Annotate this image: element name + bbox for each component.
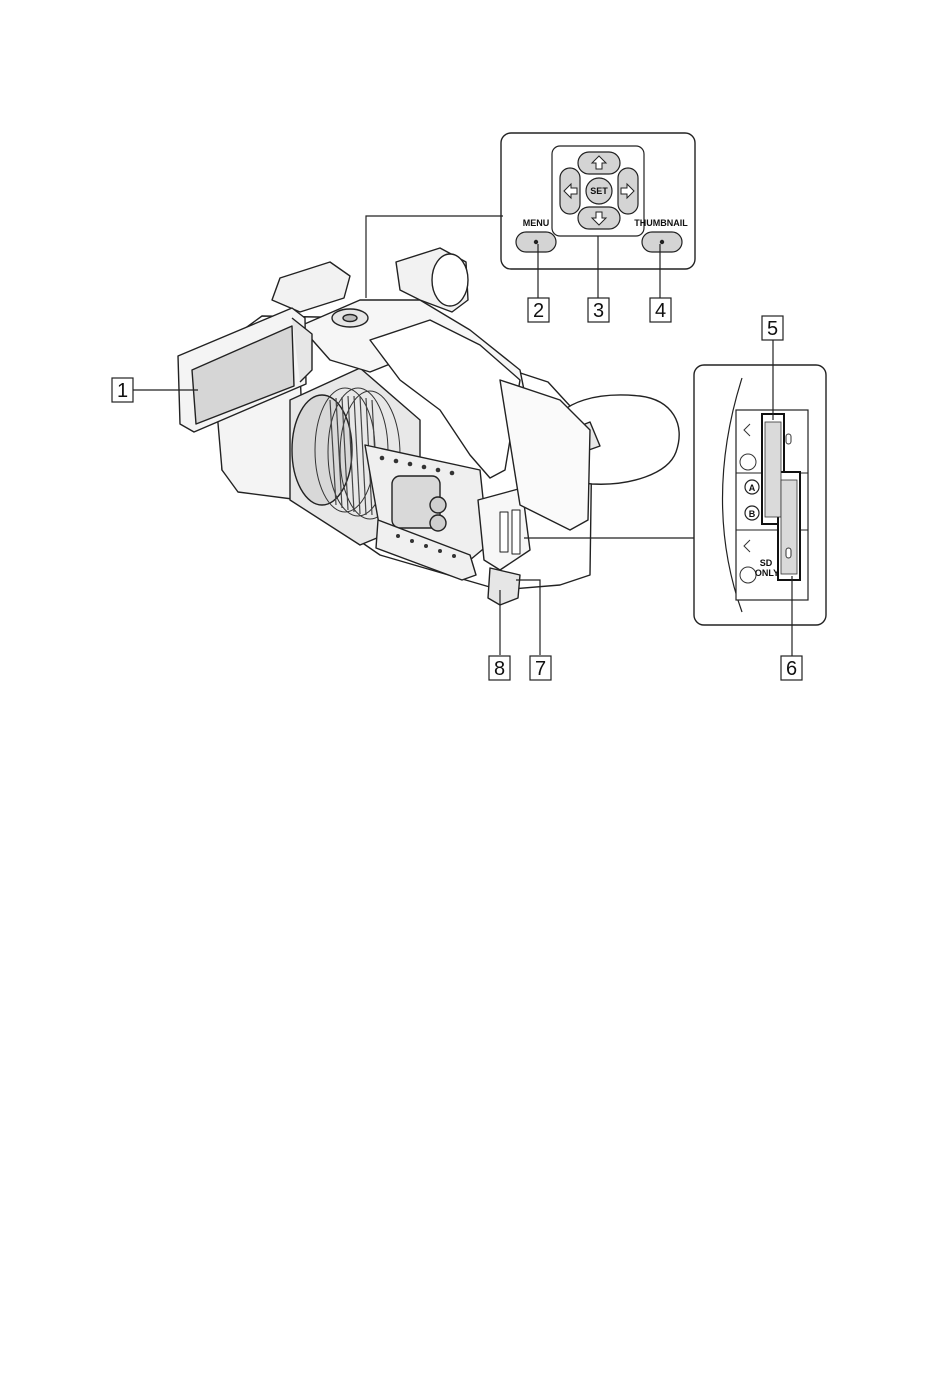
- sd-only-label-line2: ONLY: [755, 568, 779, 578]
- accessory-shoe: [272, 262, 350, 312]
- callout-number-3: 3: [593, 300, 604, 322]
- slot-a-cover-screw: [740, 454, 756, 470]
- set-button-label: SET: [590, 186, 608, 196]
- slot-a-label: A: [749, 483, 756, 493]
- thumbnail-button-pointer-dot: [660, 240, 664, 244]
- side-button-round-1: [430, 497, 446, 513]
- card-slot-a-on-body: [500, 512, 508, 552]
- callout-number-5: 5: [767, 318, 778, 340]
- access-lamp-area: [488, 568, 520, 605]
- microphone-ring: [432, 254, 468, 306]
- card-slot-b-on-body: [512, 510, 520, 554]
- sd-only-label-line1: SD: [760, 558, 773, 568]
- slot-b-card: [781, 480, 797, 574]
- callout-number-4: 4: [655, 300, 666, 322]
- menu-button-label: MENU: [523, 218, 550, 228]
- thumbnail-button-label: THUMBNAIL: [634, 218, 688, 228]
- callout-number-7: 7: [535, 658, 546, 680]
- card-slot-inset: A B SD ONLY: [694, 365, 826, 625]
- callout-number-1: 1: [117, 380, 128, 402]
- side-button-round-2: [430, 515, 446, 531]
- callout-number-8: 8: [494, 658, 505, 680]
- leader-line-7: [516, 580, 540, 655]
- slot-b-cover-screw: [740, 567, 756, 583]
- callout-number-2: 2: [533, 300, 544, 322]
- slot-b-label: B: [749, 509, 756, 519]
- menu-button-pointer-dot: [534, 240, 538, 244]
- callout-number-6: 6: [786, 658, 797, 680]
- slot-a-card: [765, 422, 781, 517]
